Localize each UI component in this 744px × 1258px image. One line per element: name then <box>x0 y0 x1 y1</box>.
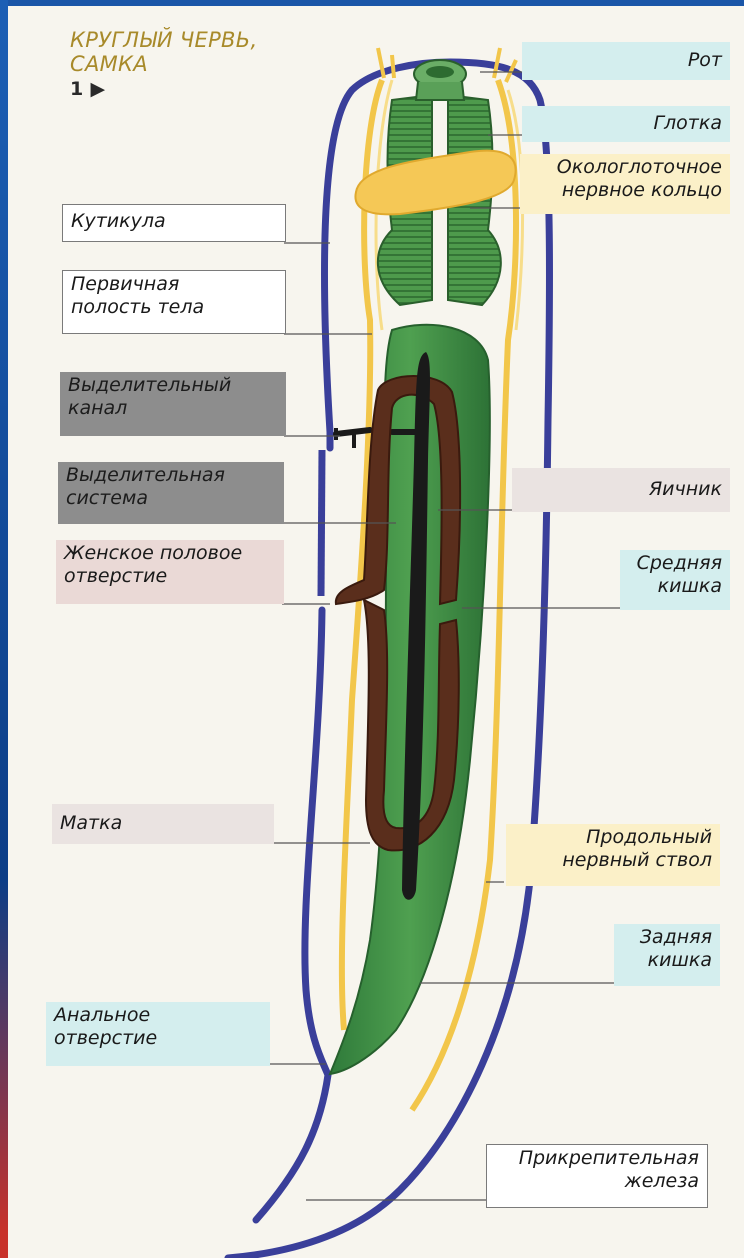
label-cuticle: Кутикула <box>62 204 286 242</box>
label-anus: Анальное отверстие <box>46 1002 270 1066</box>
label-ovary: Яичник <box>512 468 730 512</box>
label-excretory-canal: Выделительный канал <box>60 372 286 436</box>
frame-left <box>0 0 8 1258</box>
label-body-cavity: Первичная полость тела <box>62 270 286 334</box>
label-pharynx: Глотка <box>522 106 730 142</box>
label-hindgut: Задняя кишка <box>614 924 720 986</box>
title-line-2: САМКА <box>70 52 257 76</box>
label-nerve-cord: Продольный нервный ствол <box>506 824 720 886</box>
label-midgut: Средняя кишка <box>620 550 730 610</box>
title-line-1: КРУГЛЫЙ ЧЕРВЬ, <box>70 28 257 52</box>
label-female-opening: Женское половое отверстие <box>56 540 284 604</box>
play-arrow-icon: ▶ <box>91 78 106 100</box>
label-uterus: Матка <box>52 804 274 844</box>
label-excretory-system: Выделительная система <box>58 462 284 524</box>
figure-number: 1 <box>70 78 84 100</box>
diagram-title: КРУГЛЫЙ ЧЕРВЬ, САМКА 1 ▶ <box>70 28 257 101</box>
label-nerve-ring: Окологлоточное нервное кольцо <box>520 154 730 214</box>
diagram-sheet: КРУГЛЫЙ ЧЕРВЬ, САМКА 1 ▶ Рот Глотка Окол… <box>8 6 744 1258</box>
label-gland: Прикрепительная железа <box>486 1144 708 1208</box>
label-mouth: Рот <box>522 42 730 80</box>
